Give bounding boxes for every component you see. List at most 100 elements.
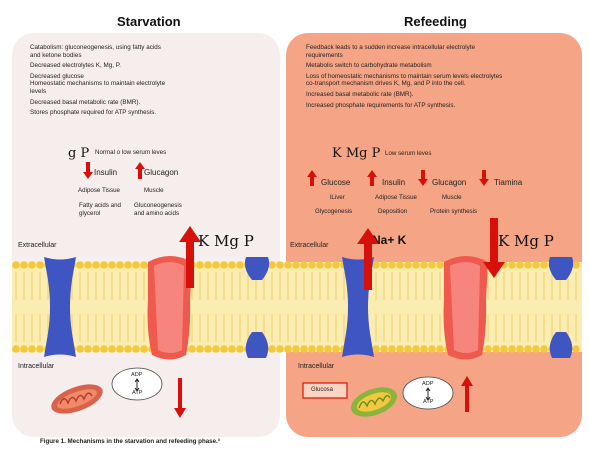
- lipid-head: [308, 345, 316, 353]
- starvation-adp-label: ADP: [131, 372, 143, 378]
- membrane-band: [12, 262, 582, 352]
- lipid-head: [196, 261, 204, 269]
- lipid-head: [508, 345, 516, 353]
- glucosa-box: [302, 382, 348, 399]
- lipid-head: [300, 345, 308, 353]
- refeeding-liver-label: lLiver: [330, 194, 345, 201]
- lipid-head: [268, 261, 276, 269]
- glucagon-up-arrow: [135, 162, 145, 179]
- lipid-head: [372, 345, 380, 353]
- lipid-head: [92, 345, 100, 353]
- lipid-head: [540, 261, 548, 269]
- lipid-head: [484, 345, 492, 353]
- refeeding-adp-label: ADP: [422, 381, 434, 387]
- lipid-head: [132, 345, 140, 353]
- blue-channel: [44, 257, 76, 357]
- lipid-head: [404, 345, 412, 353]
- lipid-head: [100, 345, 108, 353]
- blue-transporter-top: [244, 257, 270, 280]
- lipid-head: [540, 345, 548, 353]
- lipid-head: [212, 345, 220, 353]
- refeeding-ions-kmgp: K Mg P: [498, 232, 554, 250]
- refeeding-panel: [286, 33, 582, 437]
- lipid-head: [236, 345, 244, 353]
- lipid-head: [196, 345, 204, 353]
- starvation-atp-label: ATP: [132, 390, 143, 396]
- starvation-point: Decreased glucose: [30, 72, 84, 80]
- refeeding-point: Loss of homeostatic mechanisms to mainta…: [306, 72, 503, 88]
- lipid-head: [396, 345, 404, 353]
- starvation-point: Decreased electrolytes K, Mg, P.: [30, 62, 121, 70]
- insulin-up-arrow: [367, 170, 377, 186]
- lipid-head: [324, 345, 332, 353]
- lipid-head: [284, 345, 292, 353]
- starvation-point: Stores phosphate required for ATP synthe…: [30, 109, 157, 117]
- lipid-head: [236, 261, 244, 269]
- refeeding-intracellular-label: Intracellular: [298, 363, 335, 370]
- lipid-head: [188, 345, 196, 353]
- sodium-potassium-up-arrow: [357, 228, 379, 290]
- lipid-head: [428, 345, 436, 353]
- atp-decrease-arrow: [174, 378, 186, 418]
- starvation-adipose-label: Adipose Tissue: [78, 187, 120, 194]
- refeeding-insulin-label: Insulin: [382, 178, 406, 187]
- refeeding-glucagon-label: Glucagon: [432, 178, 467, 187]
- lipid-head: [108, 345, 116, 353]
- lipid-head: [532, 345, 540, 353]
- refeeding-glycogenesis-label: Glycogenesis: [315, 208, 353, 215]
- lipid-head: [492, 345, 500, 353]
- refeeding-ions-top: K Mg P: [332, 146, 381, 161]
- mitochondrion-starvation: [51, 384, 103, 414]
- red-channel-highlight: [154, 262, 184, 353]
- starvation-extracellular-label: Extracellular: [18, 242, 57, 249]
- refeeding-point: Feedback leads to a sudden increase intr…: [306, 44, 476, 59]
- refeeding-atp-label: ATP: [423, 399, 434, 405]
- lipid-head: [292, 261, 300, 269]
- refeeding-glucose-label: Glucose: [321, 178, 351, 187]
- lipid-head: [420, 345, 428, 353]
- starvation-title: Starvation: [117, 14, 181, 29]
- refeeding-tiamina-label: Tiamina: [494, 178, 523, 187]
- lipid-head: [500, 345, 508, 353]
- adp-atp-arrow: [425, 387, 431, 401]
- refeeding-points: Feedback leads to a sudden increase intr…: [306, 44, 510, 112]
- mitochondrion-refeeding: [351, 387, 397, 417]
- red-channel-highlight: [450, 262, 480, 353]
- lipid-head: [428, 261, 436, 269]
- lipid-head: [388, 261, 396, 269]
- lipid-head: [284, 261, 292, 269]
- refeeding-muscle-label: Muscle: [442, 194, 462, 201]
- starvation-fatty-acids-label: Fatty acids and glycerol: [79, 202, 121, 217]
- lipid-head: [116, 345, 124, 353]
- lipid-head: [372, 261, 380, 269]
- insulin-down-arrow: [83, 162, 93, 179]
- lipid-head: [524, 345, 532, 353]
- lipid-head: [124, 345, 132, 353]
- lipid-heads-bottom: [12, 345, 580, 353]
- lipid-head: [396, 261, 404, 269]
- lipid-head: [404, 261, 412, 269]
- lipid-head: [20, 261, 28, 269]
- lipid-head: [140, 345, 148, 353]
- starvation-point: Catabolism: gluconeogenesis, using fatty…: [30, 44, 161, 59]
- lipid-head: [380, 261, 388, 269]
- starvation-ions-kmgp: K Mg P: [198, 232, 254, 250]
- lipid-head: [516, 261, 524, 269]
- lipid-head: [388, 345, 396, 353]
- lipid-head: [76, 261, 84, 269]
- lipid-head: [436, 345, 444, 353]
- lipid-head: [228, 261, 236, 269]
- starvation-ions-gp: g P: [68, 146, 90, 161]
- glucosa-label: Glucosa: [311, 387, 334, 393]
- lipid-head: [316, 261, 324, 269]
- lipid-head: [572, 345, 580, 353]
- lipid-head: [412, 345, 420, 353]
- lipid-head: [84, 345, 92, 353]
- lipid-head: [220, 261, 228, 269]
- starvation-muscle-label: Muscle: [144, 187, 164, 194]
- lipid-head: [100, 261, 108, 269]
- starvation-points: Catabolism: gluconeogenesis, using fatty…: [30, 44, 170, 120]
- lipid-head: [140, 261, 148, 269]
- lipid-head: [516, 345, 524, 353]
